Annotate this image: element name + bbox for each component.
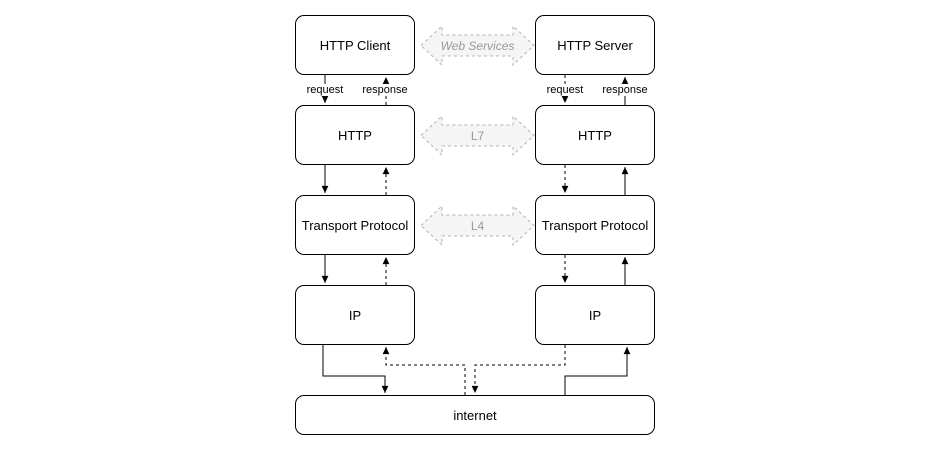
node-http-client: HTTP Client [295, 15, 415, 75]
node-transport-protocol-client: Transport Protocol [295, 195, 415, 255]
double-arrow-icon [420, 115, 535, 156]
double-arrow-icon [420, 25, 535, 66]
edge-internet-to-server-ip [564, 347, 631, 395]
node-http-server-stack: HTTP [535, 105, 655, 165]
node-ip-client: IP [295, 285, 415, 345]
edge-label-server-request: request [544, 83, 586, 97]
node-internet: internet [295, 395, 655, 435]
layer-arrow-web-services: Web Services [420, 25, 535, 66]
layer-arrow-l7: L7 [420, 115, 535, 156]
node-ip-server: IP [535, 285, 655, 345]
edge-internet-to-client-ip [382, 347, 466, 395]
layer-arrow-l4: L4 [420, 205, 535, 246]
node-transport-protocol-server: Transport Protocol [535, 195, 655, 255]
edge-server-ip-to-internet [471, 345, 566, 393]
layer-arrow-label-web-services: Web Services [440, 38, 515, 53]
node-http-client-stack: HTTP [295, 105, 415, 165]
edge-client-ip-to-internet [322, 345, 389, 393]
edge-label-client-request: request [304, 83, 346, 97]
layer-arrow-label-l4: L4 [470, 218, 485, 233]
edge-label-client-response: response [360, 83, 410, 97]
layer-arrow-label-l7: L7 [470, 128, 485, 143]
edge-label-server-response: response [600, 83, 650, 97]
node-http-server: HTTP Server [535, 15, 655, 75]
double-arrow-icon [420, 205, 535, 246]
